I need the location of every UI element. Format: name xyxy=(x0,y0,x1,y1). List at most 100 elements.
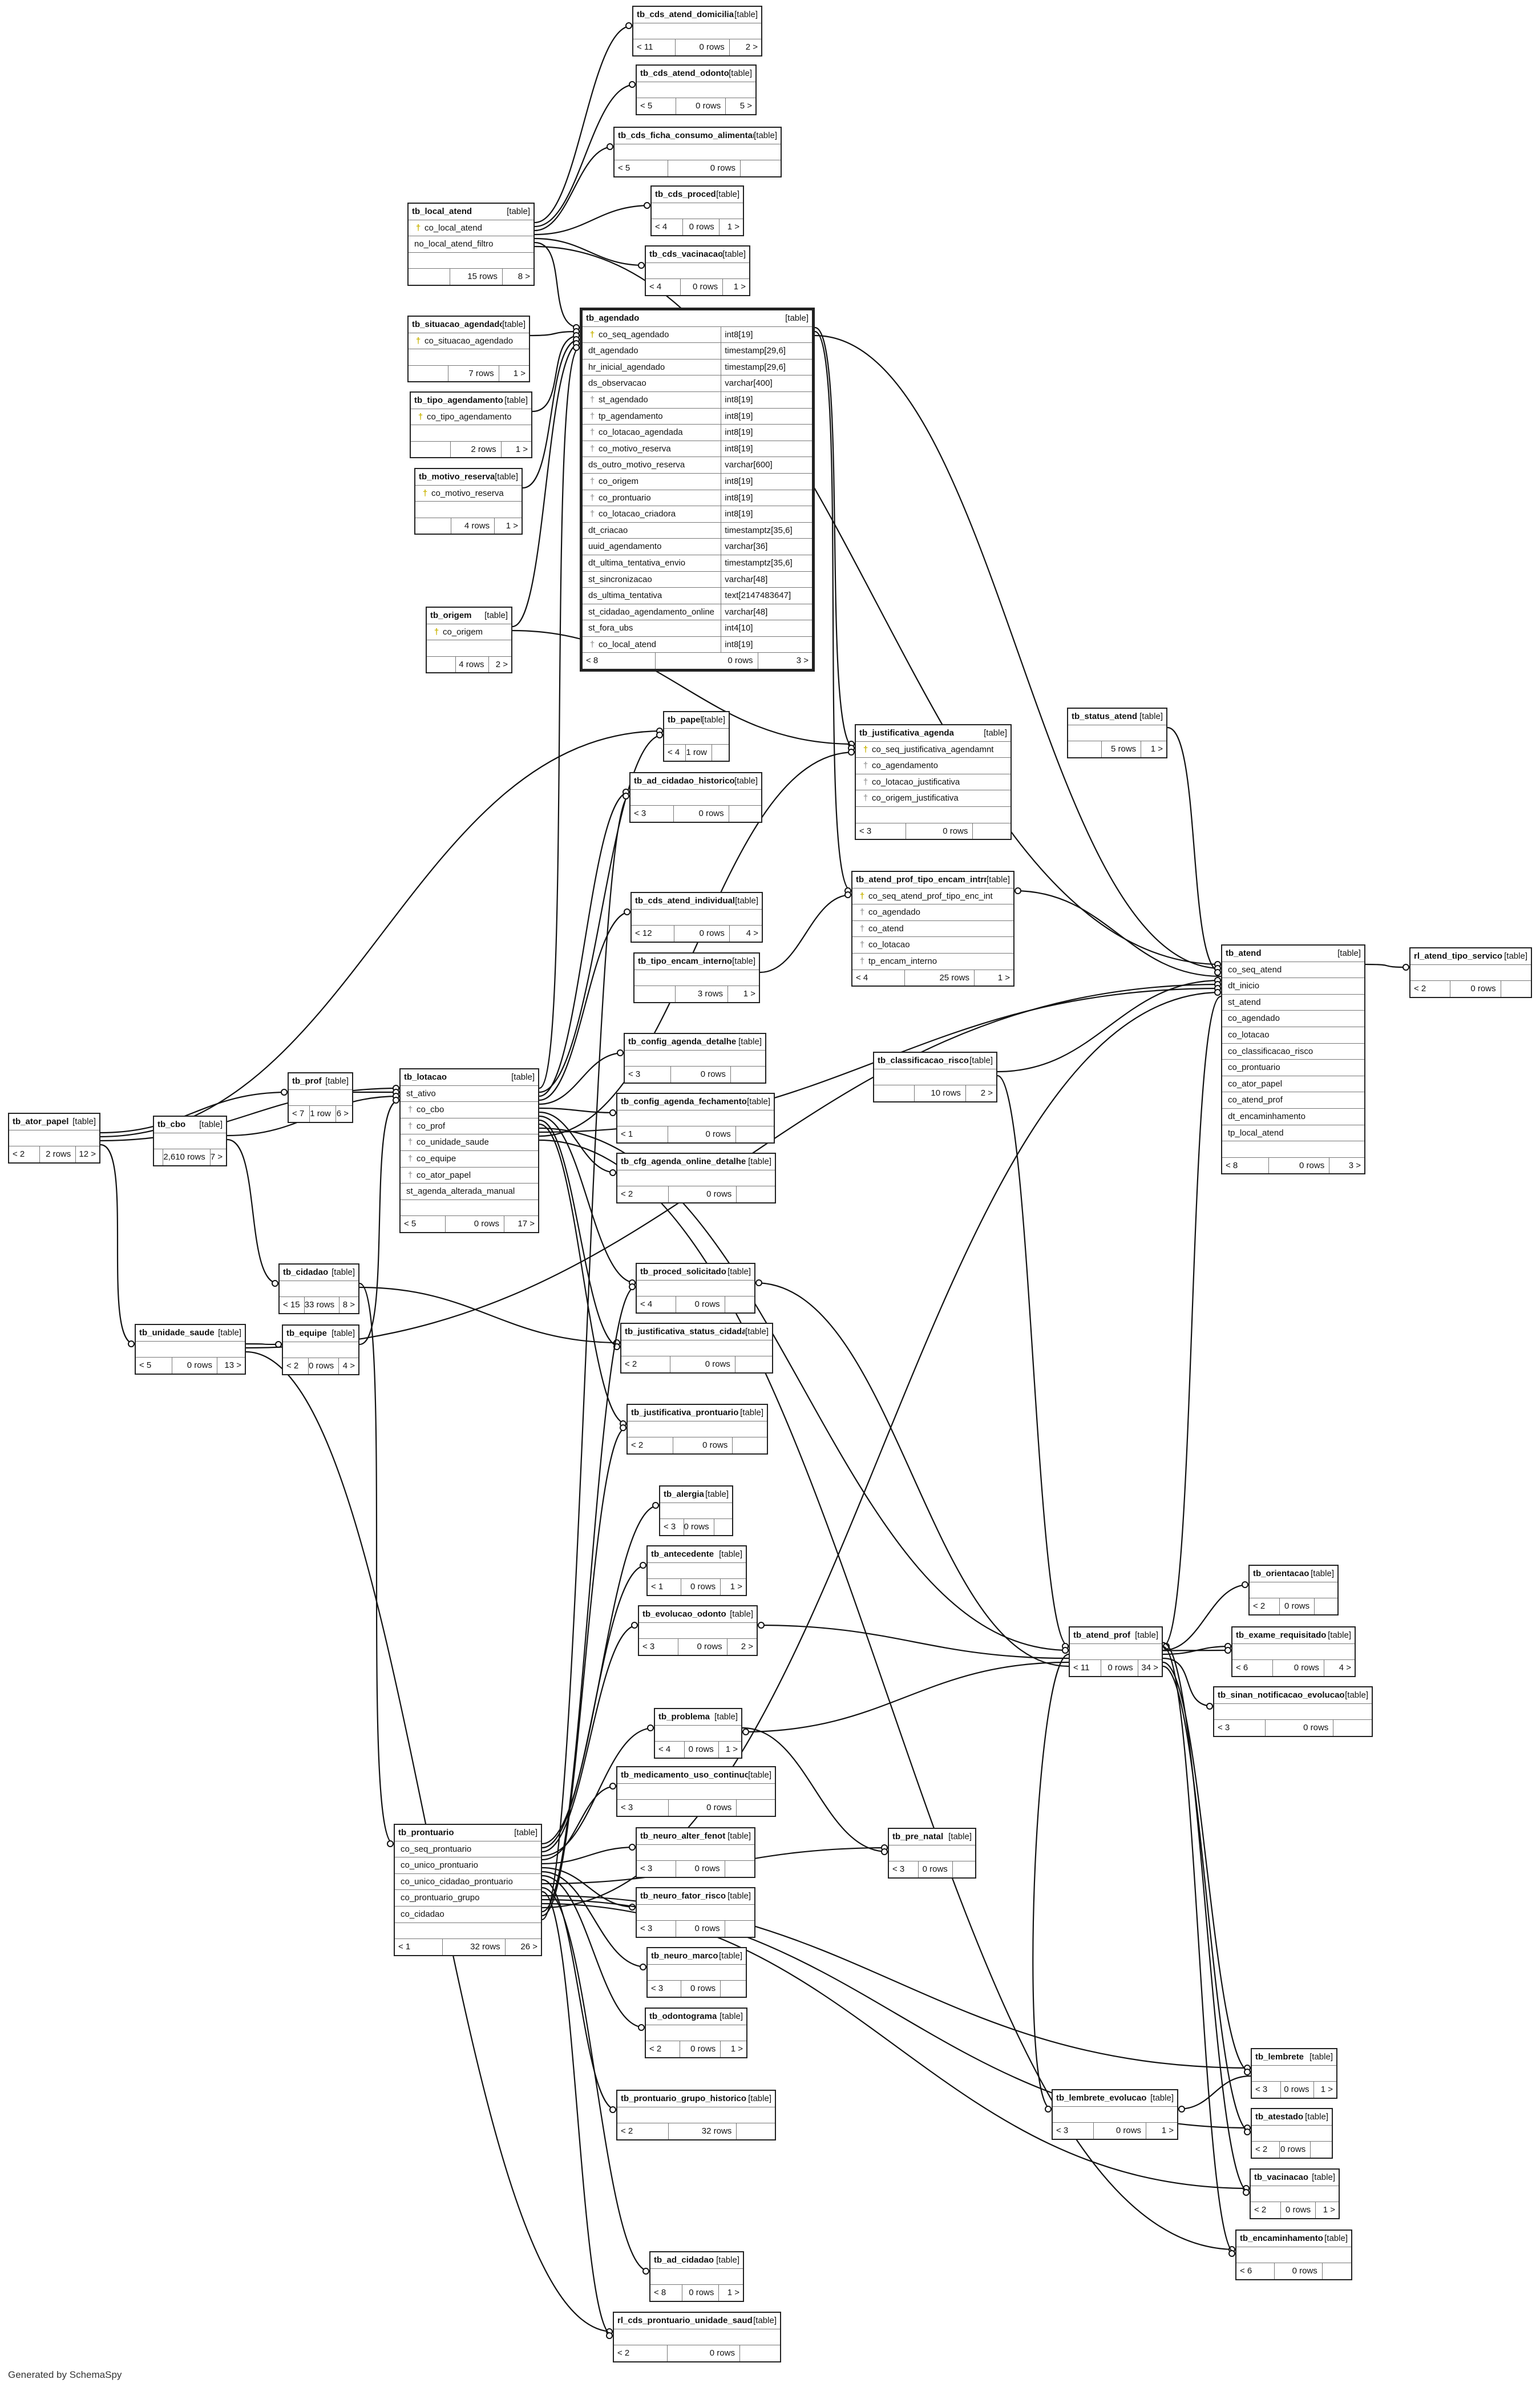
children-count[interactable]: 1 > xyxy=(730,1582,742,1592)
children-count[interactable]: 17 > xyxy=(518,1219,535,1229)
parents-count[interactable]: < 3 xyxy=(625,1067,671,1083)
parents-count[interactable]: < 3 xyxy=(617,1800,669,1816)
parents-count[interactable] xyxy=(634,986,676,1002)
children-count[interactable]: 26 > xyxy=(520,1942,537,1952)
children-count[interactable]: 1 > xyxy=(730,2044,743,2054)
table-tb-atend-prof-tipo-encam-intrn[interactable]: tb_atend_prof_tipo_encam_intrn[table]†co… xyxy=(851,871,1014,987)
row-count[interactable]: 0 rows xyxy=(676,98,726,114)
parents-count[interactable]: < 11 xyxy=(633,39,676,55)
table-tb-tipo-agendamento[interactable]: tb_tipo_agendamento[table]†co_tipo_agend… xyxy=(410,391,532,459)
parents-count[interactable]: < 8 xyxy=(1222,1157,1269,1174)
row-count[interactable]: 0 rows xyxy=(1269,1157,1330,1174)
children-count[interactable] xyxy=(953,1861,975,1877)
row-count[interactable]: 15 rows xyxy=(450,269,503,285)
children-count[interactable]: 1 > xyxy=(743,989,755,999)
parents-count[interactable]: < 2 xyxy=(283,1358,309,1374)
row-count[interactable]: 0 rows xyxy=(919,1861,953,1877)
parents-count[interactable]: < 2 xyxy=(1252,2142,1280,2158)
parents-count[interactable]: < 3 xyxy=(856,823,907,839)
children-count[interactable]: 1 > xyxy=(727,2288,739,2298)
row-count[interactable]: 4 rows xyxy=(451,518,495,534)
parents-count[interactable]: < 3 xyxy=(1214,1720,1266,1736)
parents-count[interactable]: < 2 xyxy=(628,1437,674,1453)
parents-count[interactable] xyxy=(409,365,449,382)
parents-count[interactable]: < 3 xyxy=(1252,2082,1282,2098)
children-count[interactable]: 1 > xyxy=(733,282,746,292)
row-count[interactable]: 0 rows xyxy=(671,1067,731,1083)
children-count[interactable]: 7 > xyxy=(210,1152,223,1162)
parents-count[interactable]: < 6 xyxy=(1236,2263,1275,2279)
parents-count[interactable]: < 2 xyxy=(1410,981,1451,997)
parents-count[interactable] xyxy=(154,1149,164,1165)
parents-count[interactable]: < 12 xyxy=(632,926,675,942)
row-count[interactable]: 0 rows xyxy=(681,279,723,295)
children-count[interactable]: 6 > xyxy=(336,1109,349,1119)
row-count[interactable]: 0 rows xyxy=(680,2041,721,2057)
children-count[interactable]: 12 > xyxy=(79,1149,96,1160)
children-count[interactable] xyxy=(973,823,1011,839)
children-count[interactable]: 2 > xyxy=(980,1088,993,1098)
row-count[interactable]: 0 rows xyxy=(674,806,729,822)
children-count[interactable] xyxy=(725,1297,754,1312)
row-count[interactable]: 2 rows xyxy=(451,441,502,458)
children-count[interactable] xyxy=(714,1519,732,1535)
parents-count[interactable]: < 15 xyxy=(280,1297,305,1313)
children-count[interactable] xyxy=(712,745,729,761)
row-count[interactable]: 0 rows xyxy=(1280,1598,1315,1614)
row-count[interactable]: 0 rows xyxy=(1281,2202,1316,2218)
row-count[interactable]: 5 rows xyxy=(1102,741,1142,757)
parents-count[interactable] xyxy=(874,1085,915,1101)
children-count[interactable]: 3 > xyxy=(796,656,809,666)
row-count[interactable]: 0 rows xyxy=(1266,1720,1334,1736)
parents-count[interactable]: < 7 xyxy=(289,1106,310,1122)
row-count[interactable]: 0 rows xyxy=(668,2345,740,2361)
children-count[interactable]: 2 > xyxy=(495,659,508,669)
children-count[interactable] xyxy=(733,1437,767,1453)
children-count[interactable] xyxy=(736,1126,774,1142)
row-count[interactable]: 0 rows xyxy=(676,39,730,55)
row-count[interactable]: 0 rows xyxy=(309,1358,339,1374)
parents-count[interactable]: < 2 xyxy=(617,1186,669,1202)
row-count[interactable]: 32 rows xyxy=(669,2123,737,2139)
row-count[interactable]: 0 rows xyxy=(668,1126,736,1142)
row-count[interactable]: 1 row xyxy=(686,745,713,761)
parents-count[interactable]: < 3 xyxy=(637,1861,676,1877)
row-count[interactable]: 4 rows xyxy=(456,656,490,673)
row-count[interactable]: 0 rows xyxy=(681,1579,721,1595)
parents-count[interactable]: < 5 xyxy=(401,1216,446,1232)
parents-count[interactable]: < 8 xyxy=(583,653,656,669)
parents-count[interactable]: < 1 xyxy=(648,1579,681,1595)
children-count[interactable]: 3 > xyxy=(1348,1160,1361,1170)
children-count[interactable] xyxy=(721,1981,746,1997)
parents-count[interactable]: < 2 xyxy=(1251,2202,1282,2218)
children-count[interactable]: 1 > xyxy=(515,444,528,454)
row-count[interactable]: 0 rows xyxy=(669,1800,737,1816)
row-count[interactable]: 0 rows xyxy=(656,653,758,669)
table-tb-justificativa-agenda[interactable]: tb_justificativa_agenda[table]†co_seq_ju… xyxy=(855,724,1012,841)
row-count[interactable]: 33 rows xyxy=(305,1297,340,1313)
children-count[interactable]: 34 > xyxy=(1141,1663,1158,1673)
row-count[interactable]: 0 rows xyxy=(676,1921,725,1937)
table-tb-motivo-reserva[interactable]: tb_motivo_reserva[table]†co_motivo_reser… xyxy=(414,468,523,535)
